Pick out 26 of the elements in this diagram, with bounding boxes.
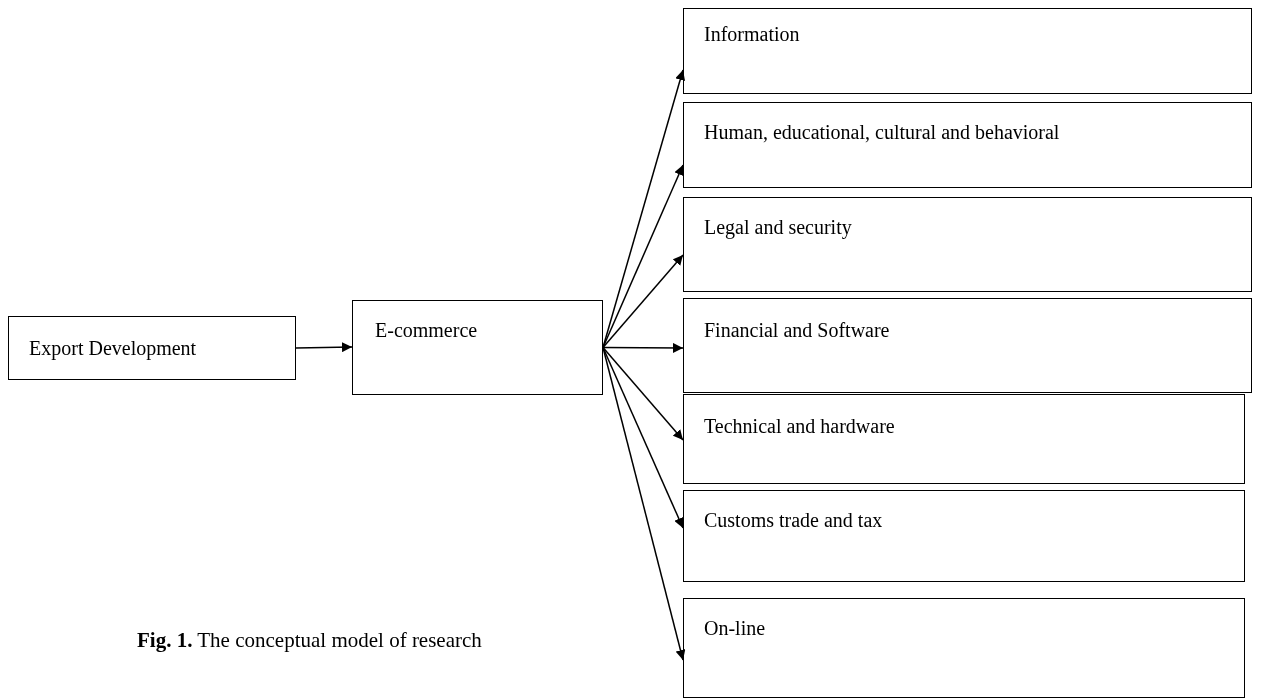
box-label: Human, educational, cultural and behavioral [704, 121, 1060, 144]
arrow [602, 346, 684, 529]
box-label: On-line [704, 617, 766, 640]
process-box [683, 394, 1245, 484]
box-label: Legal and security [704, 216, 852, 239]
process-box [683, 197, 1252, 292]
process-box [683, 490, 1245, 582]
box-label: Export Development [29, 337, 197, 360]
arrow [602, 254, 684, 349]
process-box [683, 102, 1252, 188]
process-box [352, 300, 603, 395]
arrow [602, 342, 684, 353]
arrow [602, 346, 684, 441]
figure-caption: Fig. 1. The conceptual model of research [137, 628, 482, 653]
arrow [295, 342, 353, 353]
box-label: Information [704, 23, 800, 46]
arrow [602, 346, 686, 661]
box-label: Technical and hardware [704, 415, 895, 438]
process-box [683, 598, 1245, 698]
arrow [602, 164, 684, 349]
process-box [8, 316, 296, 380]
box-label: Customs trade and tax [704, 509, 883, 532]
process-box [683, 8, 1252, 94]
box-label: E-commerce [375, 319, 478, 342]
box-label: Financial and Software [704, 319, 890, 342]
process-box [683, 298, 1252, 393]
